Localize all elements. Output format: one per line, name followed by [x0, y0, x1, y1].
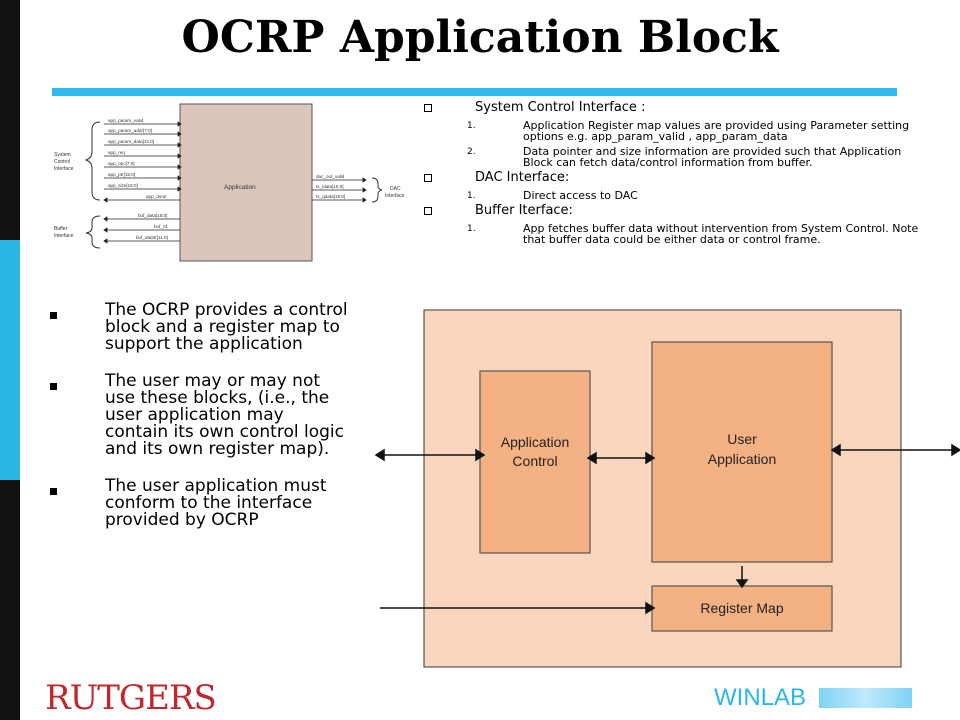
hollow-square-bullet-icon: [424, 104, 432, 112]
interface-heading-system: System Control Interface :: [420, 100, 940, 116]
item-text: Application Register map values are prov…: [523, 119, 910, 143]
dac-signal-labels: dac_out_valid tx_idata[15:0] tx_qdata[15…: [316, 174, 345, 199]
application-control-block: [479, 370, 591, 554]
register-map-label: Register Map: [700, 600, 783, 616]
sidebar-accent: [0, 240, 20, 480]
buffer-signals: [103, 216, 180, 244]
slide-title: OCRP Application Block: [181, 12, 779, 63]
buffer-interface-label-0: Buffer: [54, 226, 68, 232]
bullet-item: The user application must conform to the…: [50, 478, 350, 529]
sig-dac-out-valid: dac_out_valid: [316, 174, 345, 179]
item-text: Data pointer and size information are pr…: [523, 145, 902, 169]
register-map-block: [651, 585, 833, 632]
rutgers-logo: RUTGERS: [45, 678, 217, 718]
user-application-label-0: User: [727, 431, 757, 447]
sig-tx-qdata: tx_qdata[15:0]: [316, 194, 345, 199]
interface-item: 1. App fetches buffer data without inter…: [420, 223, 940, 245]
item-text: App fetches buffer data without interven…: [523, 222, 919, 246]
interface-heading-buffer: Buffer Iterface:: [420, 203, 940, 219]
sig-app-size: app_size[15:0]: [108, 183, 138, 188]
interface-diagram: Application System Control Interface Buf…: [54, 103, 405, 262]
input-signals: [103, 121, 182, 203]
interface-item: 2. Data pointer and size information are…: [420, 146, 940, 168]
main-bullets: The OCRP provides a control block and a …: [50, 302, 350, 549]
buffer-brace: [85, 215, 101, 249]
dac-signals: [312, 177, 367, 203]
interface-heading-dac: DAC Interface:: [420, 170, 940, 186]
winlab-logo: WINLAB: [714, 685, 912, 711]
block-diagram: Application Control User Application Reg…: [374, 309, 960, 668]
system-interface-label-0: System: [54, 152, 71, 158]
hollow-square-bullet-icon: [424, 174, 432, 182]
interface-item: 1. Direct access to DAC: [420, 190, 940, 201]
sig-app-done: app_done: [146, 194, 167, 199]
item-number: 1.: [467, 121, 476, 131]
user-application-block: [651, 341, 833, 563]
sig-tx-idata: tx_idata[15:0]: [316, 184, 344, 189]
square-bullet-icon: [50, 383, 57, 390]
buffer-interface-label-1: Interface: [54, 233, 74, 239]
item-text: Direct access to DAC: [523, 189, 638, 202]
bullet-item: The OCRP provides a control block and a …: [50, 302, 350, 353]
input-signal-labels: app_param_valid app_param_addr[7:0] app_…: [108, 118, 167, 199]
dac-interface-label-0: DAC: [390, 186, 401, 192]
dac-brace: [371, 177, 383, 203]
sig-buf-rd: buf_rd: [154, 224, 167, 229]
sig-app-param-valid: app_param_valid: [108, 118, 144, 123]
interface-heading-label: Buffer Iterface:: [475, 203, 573, 218]
sig-app-param-data: app_param_data[31:0]: [108, 139, 154, 144]
item-number: 1.: [467, 191, 476, 201]
sig-app-opc: app_opc[7:0]: [108, 161, 135, 166]
buffer-signal-labels: buf_data[15:0] buf_rd buf_daddr[11:0]: [136, 213, 168, 240]
hollow-square-bullet-icon: [424, 207, 432, 215]
sig-buf-daddr: buf_daddr[11:0]: [136, 235, 168, 240]
application-control-label-0: Application: [501, 434, 570, 450]
sig-app-req: app_req: [108, 150, 125, 155]
winlab-logo-text: WINLAB: [714, 684, 807, 711]
application-block: [179, 103, 313, 262]
square-bullet-icon: [50, 312, 57, 319]
item-number: 1.: [467, 224, 476, 234]
item-number: 2.: [467, 147, 476, 157]
diagram-arrows: [374, 443, 960, 615]
bullet-text: The user application must conform to the…: [105, 476, 327, 530]
interface-heading-label: DAC Interface:: [475, 170, 570, 185]
bullet-text: The user may or may not use these blocks…: [105, 371, 344, 459]
system-interface-label-2: Interface: [54, 166, 74, 172]
sig-app-ptr: app_ptr[15:0]: [108, 172, 135, 177]
user-application-label-1: Application: [708, 451, 777, 467]
system-brace: [84, 121, 101, 201]
bullet-text: The OCRP provides a control block and a …: [105, 300, 348, 354]
bullet-item: The user may or may not use these blocks…: [50, 373, 350, 458]
dac-interface-label-1: Interface: [385, 193, 405, 199]
application-control-label-1: Control: [512, 453, 557, 469]
interface-item: 1. Application Register map values are p…: [420, 120, 940, 142]
application-block-label: Application: [224, 184, 256, 191]
sig-buf-data: buf_data[15:0]: [138, 213, 167, 218]
square-bullet-icon: [50, 488, 57, 495]
system-interface-label-1: Control: [54, 159, 70, 165]
interface-list: System Control Interface : 1. Applicatio…: [420, 98, 940, 245]
interface-heading-label: System Control Interface :: [475, 100, 646, 115]
sig-app-param-addr: app_param_addr[7:0]: [108, 128, 152, 133]
winlab-gradient-bar: [819, 688, 912, 708]
title-rule: [52, 88, 897, 96]
